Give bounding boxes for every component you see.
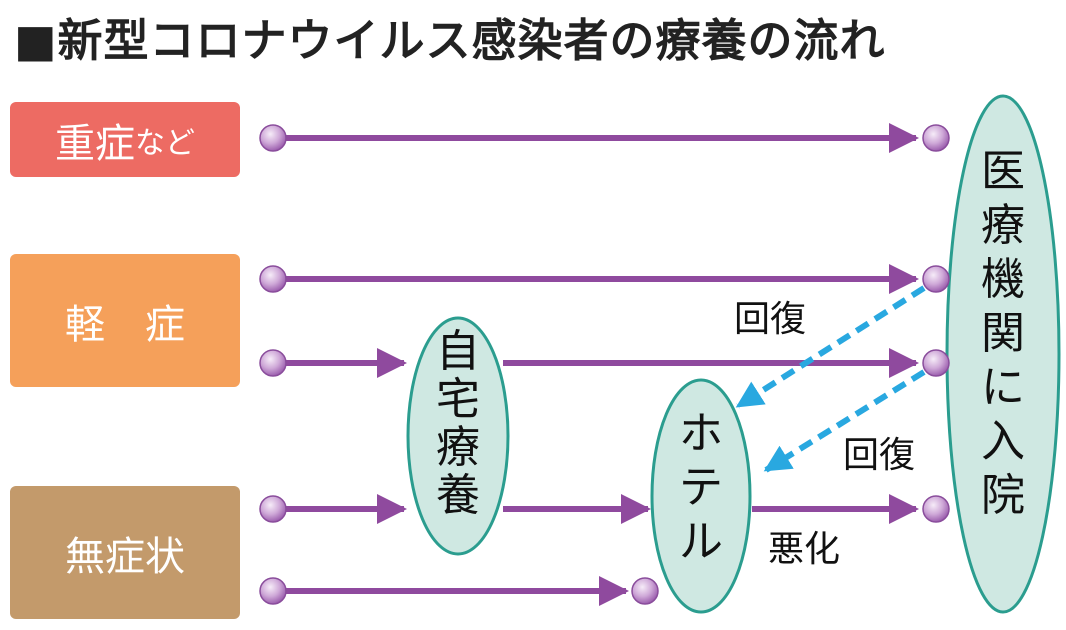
node-hospital-char: 院 — [981, 470, 1025, 521]
label-recover-lower: 回復 — [843, 435, 915, 476]
category-asymptomatic-label: 無症状 — [65, 533, 185, 580]
node-hotel-char: ホ — [679, 408, 723, 459]
hospital-dot-1 — [922, 124, 950, 152]
hospital-dot-2 — [922, 265, 950, 293]
node-home-isolation-char: 療 — [436, 422, 480, 473]
node-hotel — [650, 378, 752, 614]
node-home-isolation-char: 養 — [436, 470, 480, 521]
category-severe-suffix: など — [135, 125, 195, 161]
start-dot-asym-2 — [259, 577, 287, 605]
node-hospital-char: 関 — [981, 308, 1025, 359]
start-dot-severe — [259, 124, 287, 152]
node-hospital-char: に — [981, 362, 1025, 413]
node-hotel-char: ル — [679, 516, 723, 567]
node-hotel-label: ホテル — [679, 408, 723, 567]
node-home-isolation-char: 宅 — [436, 374, 480, 425]
hospital-dot-3 — [922, 349, 950, 377]
node-hospital-char: 療 — [981, 200, 1025, 251]
arrow-recover-from-hospital-lower — [763, 369, 926, 473]
node-hospital — [945, 94, 1061, 614]
node-hospital-char: 医 — [981, 146, 1025, 197]
label-recover-upper: 回復 — [734, 299, 806, 340]
node-hospital-char: 機 — [981, 254, 1025, 305]
category-mild-label: 軽 症 — [65, 301, 185, 348]
diagram-title: ■新型コロナウイルス感染者の療養の流れ — [14, 14, 886, 67]
start-dot-mild-1 — [259, 265, 287, 293]
category-severe-label: 重症 — [55, 120, 135, 167]
arrow-recover-from-hospital-upper — [735, 285, 926, 409]
category-severe: 重症など — [10, 102, 240, 177]
label-worsen: 悪化 — [768, 529, 840, 570]
node-hotel-char: テ — [679, 462, 723, 513]
hospital-dot-4 — [922, 495, 950, 523]
node-hospital-char: 入 — [981, 416, 1025, 467]
start-dot-mild-2 — [259, 349, 287, 377]
category-asymptomatic: 無症状 — [10, 486, 240, 619]
node-home-isolation-char: 自 — [436, 326, 480, 377]
node-home-isolation — [406, 316, 510, 556]
hotel-dot — [631, 577, 659, 605]
start-dot-asym-1 — [259, 495, 287, 523]
category-mild: 軽 症 — [10, 254, 240, 387]
